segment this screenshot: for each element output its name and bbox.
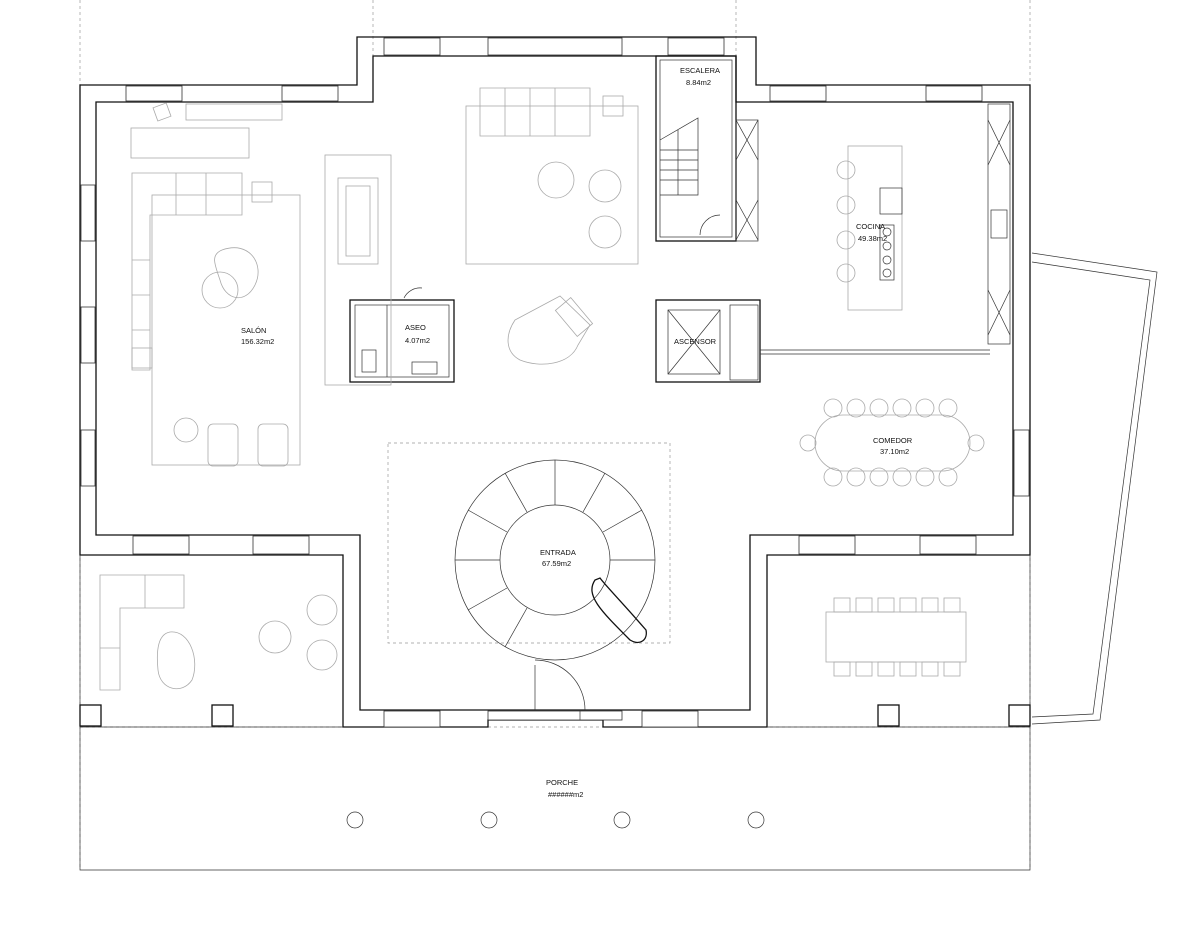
aseo-name: ASEO <box>405 323 426 332</box>
ascensor-name: ASCENSOR <box>674 337 717 346</box>
dining-furniture <box>799 398 985 487</box>
entrada-area: 67.59m2 <box>542 559 571 568</box>
comedor-area: 37.10m2 <box>880 447 909 456</box>
porch-column <box>346 811 364 829</box>
porch-column <box>613 811 631 829</box>
exterior-walls <box>79 36 1031 728</box>
toilet-room <box>349 287 455 383</box>
lounge-furniture <box>465 87 639 365</box>
stair-core <box>655 55 759 242</box>
spiral-stair <box>387 442 671 720</box>
salon-name: SALÓN <box>241 326 266 335</box>
comedor-name: COMEDOR <box>873 436 913 445</box>
entrada-name: ENTRADA <box>540 548 576 557</box>
windows <box>80 37 1030 728</box>
porche-area: ######m2 <box>548 790 583 799</box>
porch-area <box>79 727 1031 871</box>
pillars <box>79 704 1031 727</box>
living-furniture <box>130 102 392 467</box>
cocina-area: 49.38m2 <box>858 234 887 243</box>
porch-column <box>480 811 498 829</box>
terrace-outline <box>1031 252 1158 725</box>
lift-core <box>655 299 990 383</box>
outdoor-dining <box>825 597 967 677</box>
escalera-name: ESCALERA <box>680 66 720 75</box>
kitchen <box>836 103 1011 345</box>
outdoor-lounge <box>99 574 338 691</box>
salon-area: 156.32m2 <box>241 337 274 346</box>
escalera-area: 8.84m2 <box>686 78 711 87</box>
aseo-area: 4.07m2 <box>405 336 430 345</box>
room-labels: SALÓN 156.32m2 ASEO 4.07m2 ESCALERA 8.84… <box>241 66 913 799</box>
cocina-name: COCINA <box>856 222 885 231</box>
porch-column <box>747 811 765 829</box>
porche-name: PORCHE <box>546 778 578 787</box>
